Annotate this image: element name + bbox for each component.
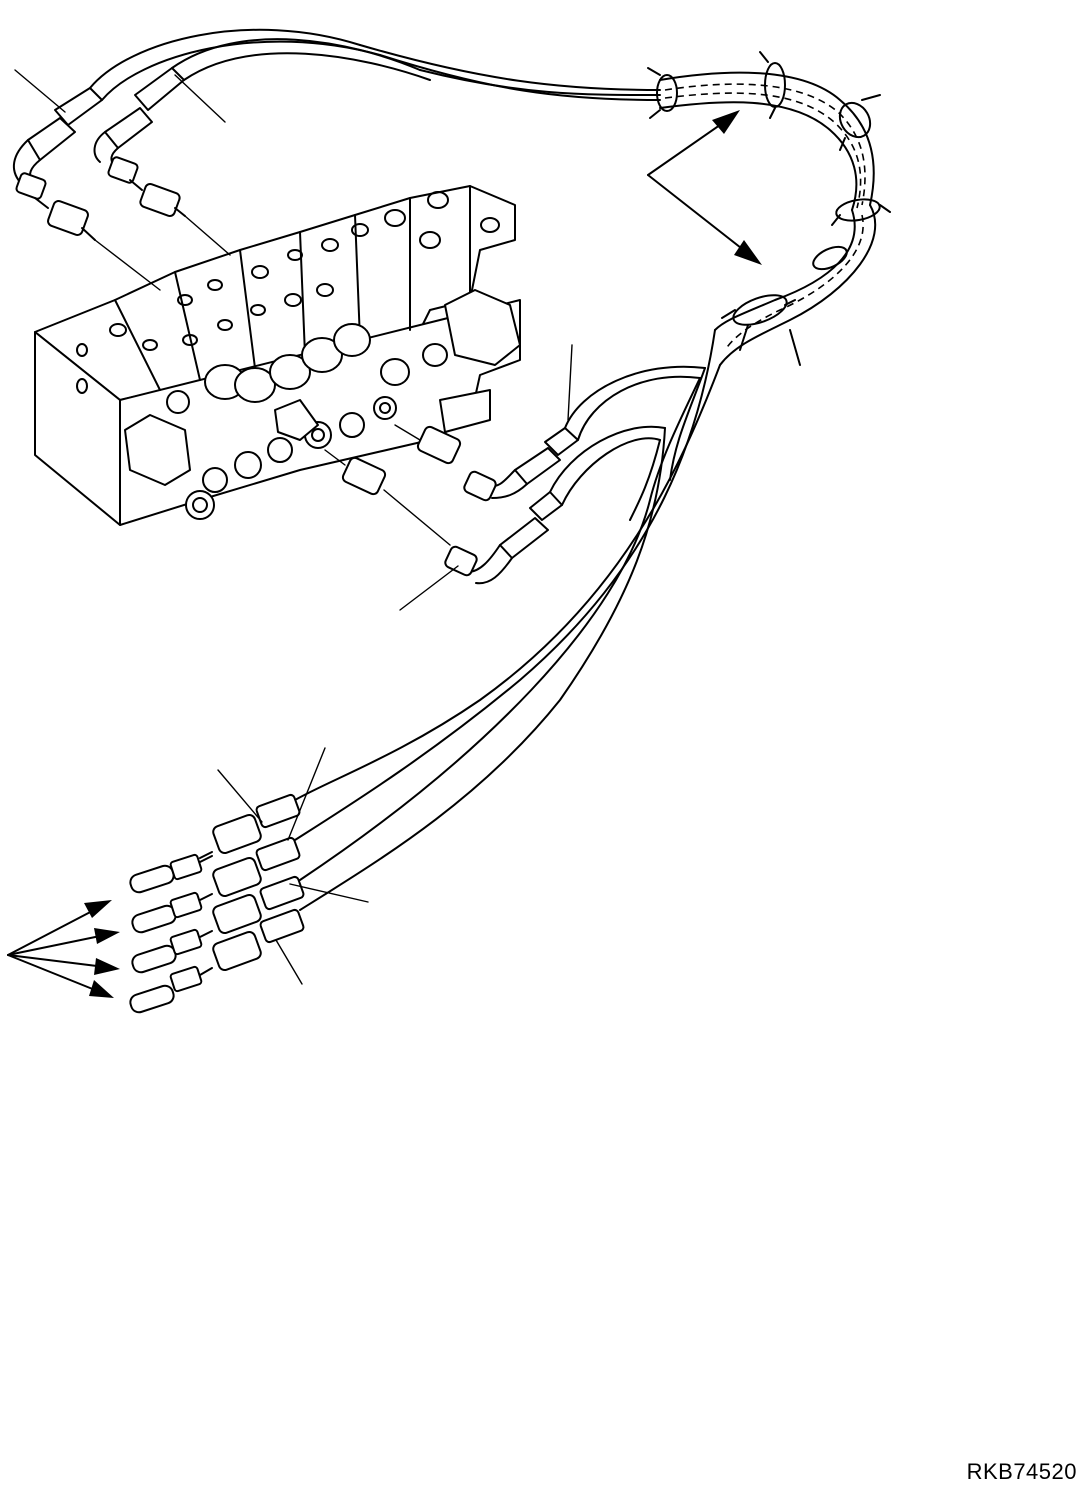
leader-line <box>217 769 263 823</box>
quick-coupler-4 <box>212 908 305 971</box>
elbow-hose-middle-1 <box>463 365 706 502</box>
fitting-top-2 <box>139 182 231 256</box>
coupler-tip <box>129 965 213 1014</box>
elbow-hose-right <box>93 38 431 191</box>
hose-line <box>359 44 661 101</box>
quick-coupler-2 <box>212 836 301 897</box>
leader-line <box>14 69 66 113</box>
quick-coupler-1 <box>199 793 301 859</box>
leader-line <box>275 939 303 985</box>
hose-line <box>294 329 721 911</box>
leader-line <box>567 344 573 421</box>
fitting-middle-1 <box>394 424 462 465</box>
coupler-tip <box>131 891 213 934</box>
leader-line <box>287 747 326 841</box>
hose-clamp <box>647 51 891 366</box>
elbow-hose-middle-2 <box>444 425 666 585</box>
control-valve <box>34 185 521 526</box>
leader-line <box>399 565 459 611</box>
coupler-tip <box>129 853 213 894</box>
drawing-code: RKB74520 <box>966 1459 1077 1484</box>
fitting-top-1 <box>47 200 161 291</box>
coupler-tip <box>131 928 213 974</box>
elbow-hose-left <box>12 28 381 209</box>
hose-bundle <box>647 51 891 366</box>
leader-line <box>289 883 369 903</box>
leader-line <box>174 74 226 123</box>
pointer-arrows <box>7 900 120 998</box>
pointer-arrows <box>647 110 762 265</box>
fitting-middle-2 <box>324 449 451 546</box>
